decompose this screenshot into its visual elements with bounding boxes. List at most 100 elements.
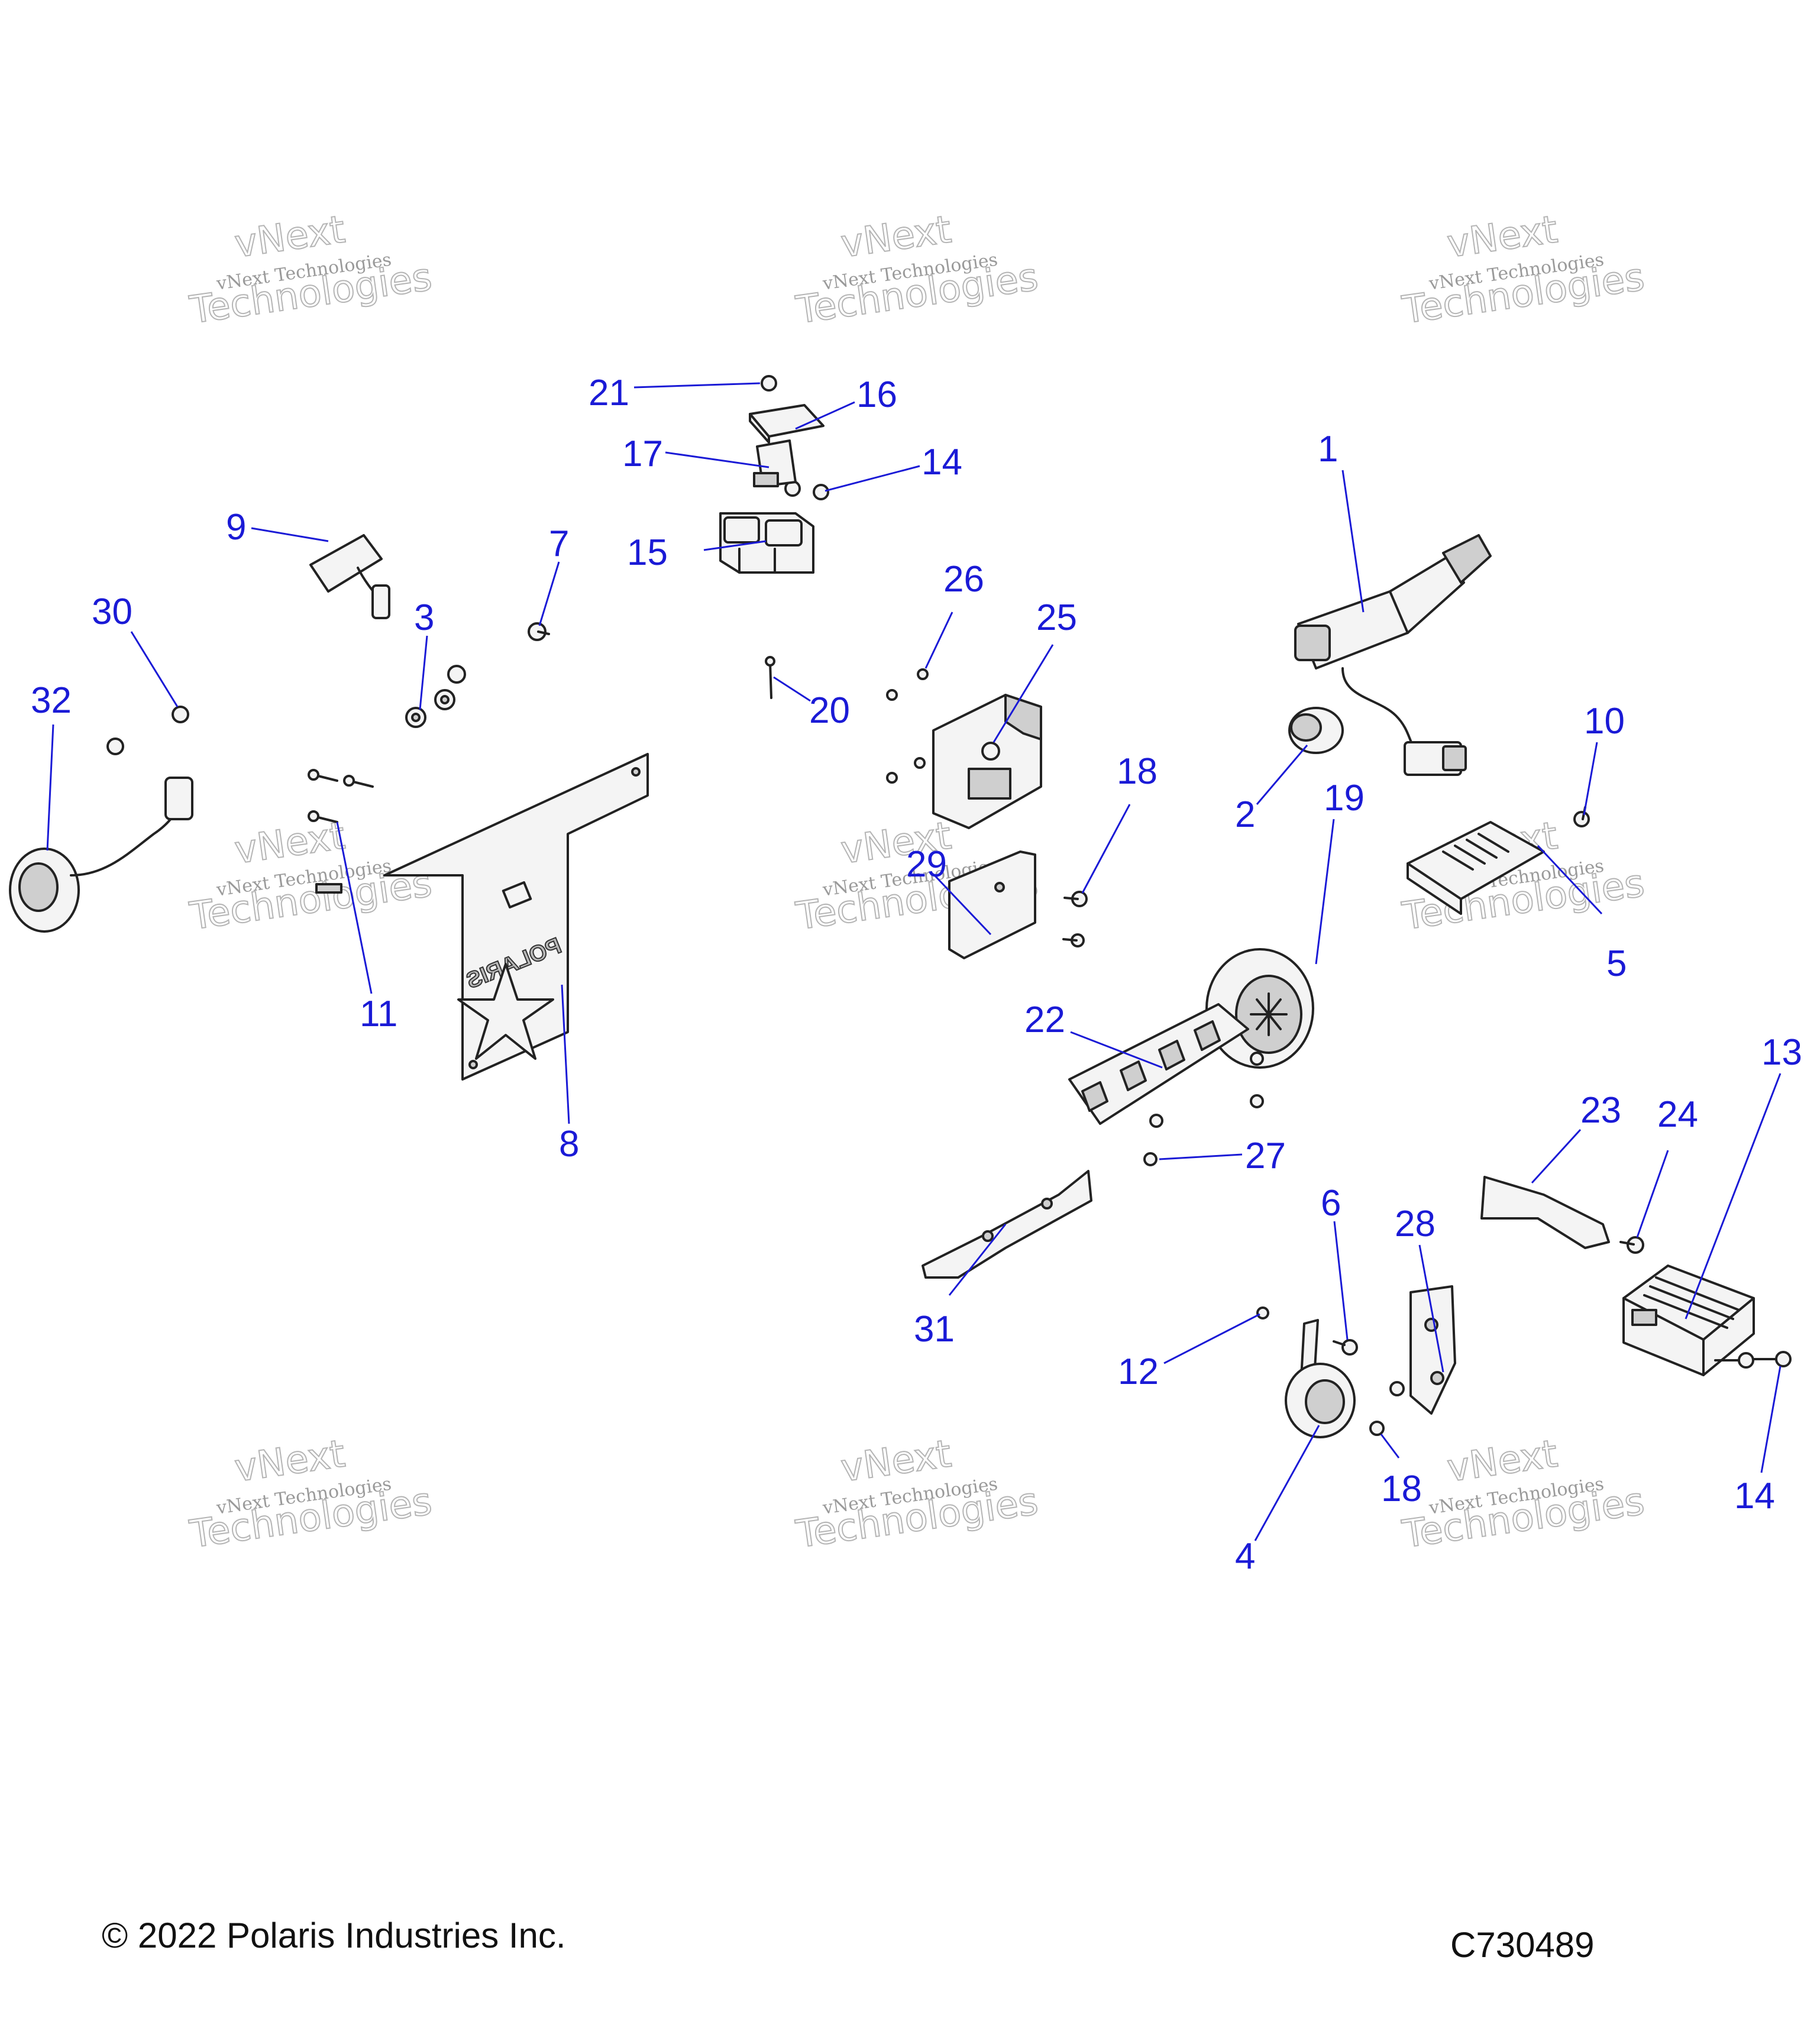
part-connector-clip <box>309 534 390 619</box>
part-cover-16 <box>749 404 825 444</box>
callout-16: 16 <box>856 374 897 415</box>
part-nut-12 <box>1256 1306 1269 1319</box>
part-bolts-18 <box>1062 891 1088 947</box>
leader-32 <box>46 724 54 851</box>
callout-7: 7 <box>549 523 569 564</box>
leader-12 <box>1163 1313 1260 1364</box>
callout-23: 23 <box>1580 1090 1621 1131</box>
part-relay-module <box>1407 821 1545 915</box>
callout-14-top: 14 <box>922 442 962 483</box>
watermark: vNext vNext Technologies Technologies <box>1399 1431 1647 1557</box>
leader-22 <box>1070 1031 1163 1069</box>
leader-18a <box>1081 804 1131 894</box>
part-knob <box>1288 707 1344 754</box>
leader-5 <box>1537 845 1603 915</box>
callout-12: 12 <box>1118 1351 1159 1392</box>
callout-labels: 1 2 3 4 5 6 7 8 9 10 11 12 13 14 15 16 1… <box>31 373 1802 1577</box>
callout-17: 17 <box>622 434 663 474</box>
leader-9 <box>251 527 329 542</box>
callout-10: 10 <box>1584 701 1625 742</box>
leader-2 <box>1256 745 1308 805</box>
leader-8 <box>561 984 570 1124</box>
leader-14a <box>825 465 920 492</box>
leader-lines <box>46 382 1782 1541</box>
part-mounting-plate: POLARIS <box>383 753 649 1081</box>
callout-13: 13 <box>1761 1032 1802 1073</box>
callout-29: 29 <box>906 844 947 885</box>
part-long-bolt <box>765 656 775 699</box>
part-bolts-18-bottom <box>1369 1381 1405 1436</box>
part-screws-14-top <box>784 480 829 500</box>
callout-31: 31 <box>914 1309 955 1350</box>
leader-29 <box>933 874 992 936</box>
callout-21: 21 <box>589 373 629 413</box>
callout-1: 1 <box>1318 429 1338 470</box>
leader-11 <box>336 822 373 994</box>
part-bolt-24 <box>1619 1236 1644 1254</box>
part-ecu <box>932 694 1042 829</box>
callout-19: 19 <box>1324 778 1365 819</box>
leader-21 <box>633 382 761 389</box>
callout-14-bottom: 14 <box>1734 1476 1775 1516</box>
leader-23 <box>1531 1128 1582 1184</box>
leader-1 <box>1341 470 1365 613</box>
callout-5: 5 <box>1606 943 1627 984</box>
callout-9: 9 <box>226 507 246 548</box>
callout-22: 22 <box>1024 1000 1065 1040</box>
callout-28: 28 <box>1395 1204 1436 1244</box>
leader-4 <box>1254 1425 1320 1541</box>
callout-24: 24 <box>1657 1094 1698 1135</box>
leader-13 <box>1685 1073 1782 1319</box>
callout-4: 4 <box>1235 1536 1255 1577</box>
part-bracket-29 <box>948 850 1036 959</box>
callout-18-top: 18 <box>1117 751 1158 792</box>
part-screws-30 <box>106 706 189 755</box>
leader-31 <box>948 1224 1007 1296</box>
part-lighting-switch <box>1294 534 1492 776</box>
copyright-notice: © 2022 Polaris Industries Inc. <box>102 1916 566 1955</box>
leader-20 <box>773 676 811 702</box>
leader-18b <box>1380 1434 1400 1458</box>
leader-30 <box>130 631 179 707</box>
part-clip-17 <box>753 439 797 487</box>
part-connector-rail <box>1068 1003 1249 1125</box>
watermark: vNext vNext Technologies Technologies <box>793 207 1041 333</box>
watermark: vNext vNext Technologies Technologies <box>793 1431 1041 1557</box>
callout-8: 8 <box>559 1124 579 1165</box>
part-bracket-23 <box>1480 1176 1610 1249</box>
callout-25: 25 <box>1036 597 1077 638</box>
callout-26: 26 <box>943 559 984 600</box>
part-buzzer <box>9 777 193 933</box>
leader-3 <box>419 635 428 710</box>
leader-10 <box>1583 742 1598 816</box>
leader-14b <box>1760 1366 1782 1473</box>
part-nut-6 <box>1333 1339 1358 1356</box>
part-screw-10 <box>1573 806 1590 827</box>
leader-27 <box>1159 1153 1243 1160</box>
part-horn <box>1285 1319 1356 1438</box>
part-bracket-28 <box>1409 1285 1456 1415</box>
callout-18-bottom: 18 <box>1381 1469 1422 1509</box>
part-nut-21 <box>761 375 777 392</box>
leader-6 <box>1333 1221 1349 1340</box>
callout-30: 30 <box>92 591 132 632</box>
callout-27: 27 <box>1245 1136 1286 1176</box>
callout-11: 11 <box>360 994 397 1034</box>
callout-2: 2 <box>1235 794 1255 835</box>
leader-28 <box>1418 1244 1444 1373</box>
leader-7 <box>538 561 560 626</box>
part-nut-washer <box>405 665 466 728</box>
part-voltage-regulator <box>1622 1264 1755 1376</box>
watermark: vNext vNext Technologies Technologies <box>186 1431 435 1557</box>
part-screws-27 <box>1143 1052 1264 1166</box>
callout-32: 32 <box>31 680 72 721</box>
leader-24 <box>1636 1150 1669 1238</box>
leader-19 <box>1315 819 1335 965</box>
drawing-number: C730489 <box>1450 1925 1595 1965</box>
callout-15: 15 <box>627 532 668 573</box>
part-screw-7 <box>528 622 550 641</box>
leader-15 <box>703 540 767 551</box>
watermark: vNext vNext Technologies Technologies <box>1399 207 1647 333</box>
part-bracket-31 <box>922 1170 1092 1279</box>
